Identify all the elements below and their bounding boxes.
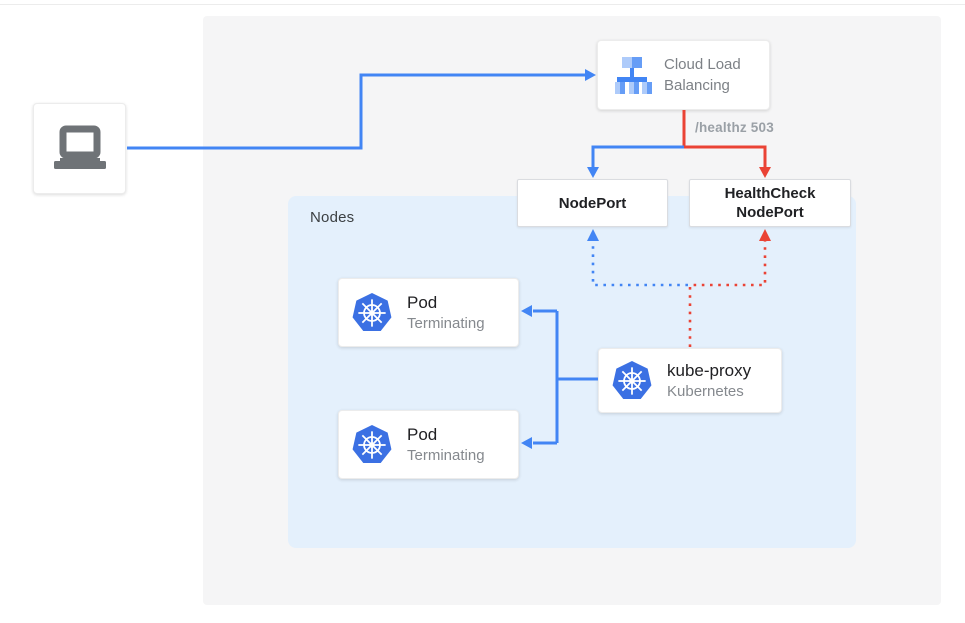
pod-2-node: Pod Terminating [338, 410, 519, 479]
healthcheck-nodeport-node: HealthCheck NodePort [689, 179, 851, 227]
kube-proxy-node: kube-proxy Kubernetes [598, 348, 782, 413]
pod-1-status: Terminating [407, 315, 485, 332]
nodeport-label: NodePort [558, 194, 627, 212]
healthcheck-nodeport-label-line1: HealthCheck [724, 185, 816, 202]
healthz-annotation: /healthz 503 [695, 120, 774, 135]
pod-1-title: Pod [407, 293, 438, 312]
pod-2-status: Terminating [407, 447, 485, 464]
load-balancer-icon [610, 53, 652, 97]
pod-2-title: Pod [407, 425, 438, 444]
nodeport-node: NodePort [517, 179, 668, 227]
top-divider [0, 4, 965, 5]
cloud-load-balancing-node: Cloud Load Balancing [597, 40, 770, 110]
kubernetes-icon [611, 360, 653, 402]
nodes-panel-label: Nodes [310, 209, 355, 226]
healthcheck-nodeport-label-line2: NodePort [736, 204, 804, 221]
kubernetes-icon [351, 292, 393, 334]
kube-proxy-subtitle: Kubernetes [667, 383, 744, 400]
kube-proxy-title: kube-proxy [667, 361, 752, 380]
pod-1-node: Pod Terminating [338, 278, 519, 347]
client-node [33, 103, 126, 194]
cloud-load-balancing-label: Cloud Load Balancing [664, 56, 741, 94]
laptop-icon [49, 122, 111, 176]
kubernetes-icon [351, 424, 393, 466]
